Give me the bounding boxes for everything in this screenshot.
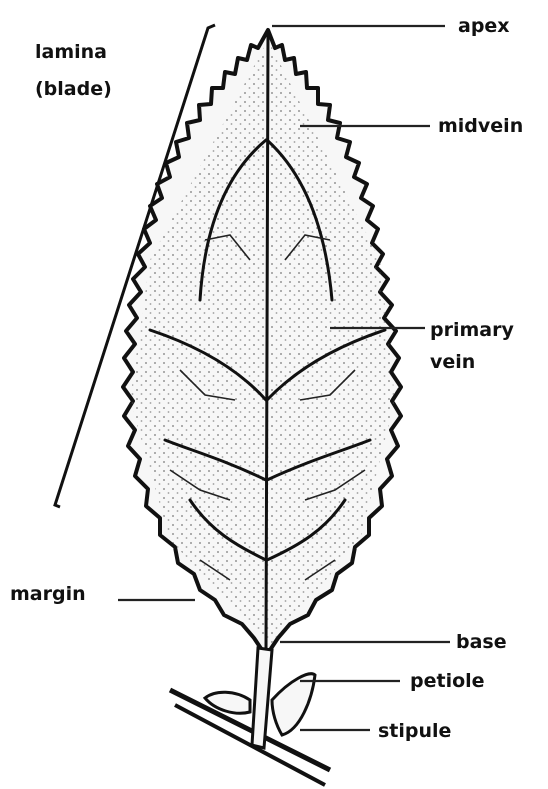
lamina-label-line1: lamina	[35, 41, 107, 63]
margin-label: margin	[10, 583, 86, 605]
lamina-label-line2: (blade)	[35, 78, 112, 100]
primary-vein-label-line1: primary	[430, 319, 514, 341]
primary-vein-label-line2: vein	[430, 351, 475, 373]
petiole-label: petiole	[410, 670, 485, 692]
petiole-stalk	[252, 648, 272, 748]
stipule-shape	[272, 674, 315, 735]
midvein-line	[266, 32, 268, 650]
stipule-label: stipule	[378, 720, 451, 742]
apex-label: apex	[458, 15, 510, 37]
midvein-label: midvein	[438, 115, 523, 137]
base-label: base	[456, 631, 507, 653]
